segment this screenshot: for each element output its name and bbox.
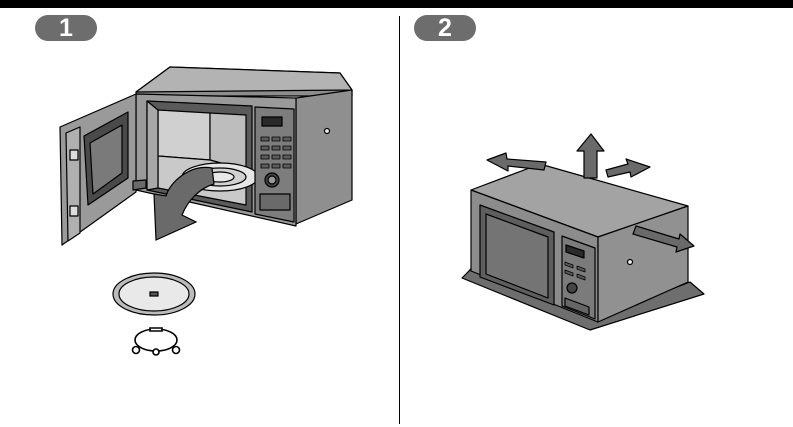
- microwave-open-door-illustration: [60, 67, 352, 245]
- step-1-illustration: [0, 0, 400, 427]
- roller-ring: [133, 328, 180, 355]
- step-2-badge: 2: [414, 15, 476, 41]
- glass-turntable-tray: [113, 273, 195, 315]
- microwave-clearance-illustration: [462, 164, 704, 330]
- clearance-arrow: [487, 134, 694, 252]
